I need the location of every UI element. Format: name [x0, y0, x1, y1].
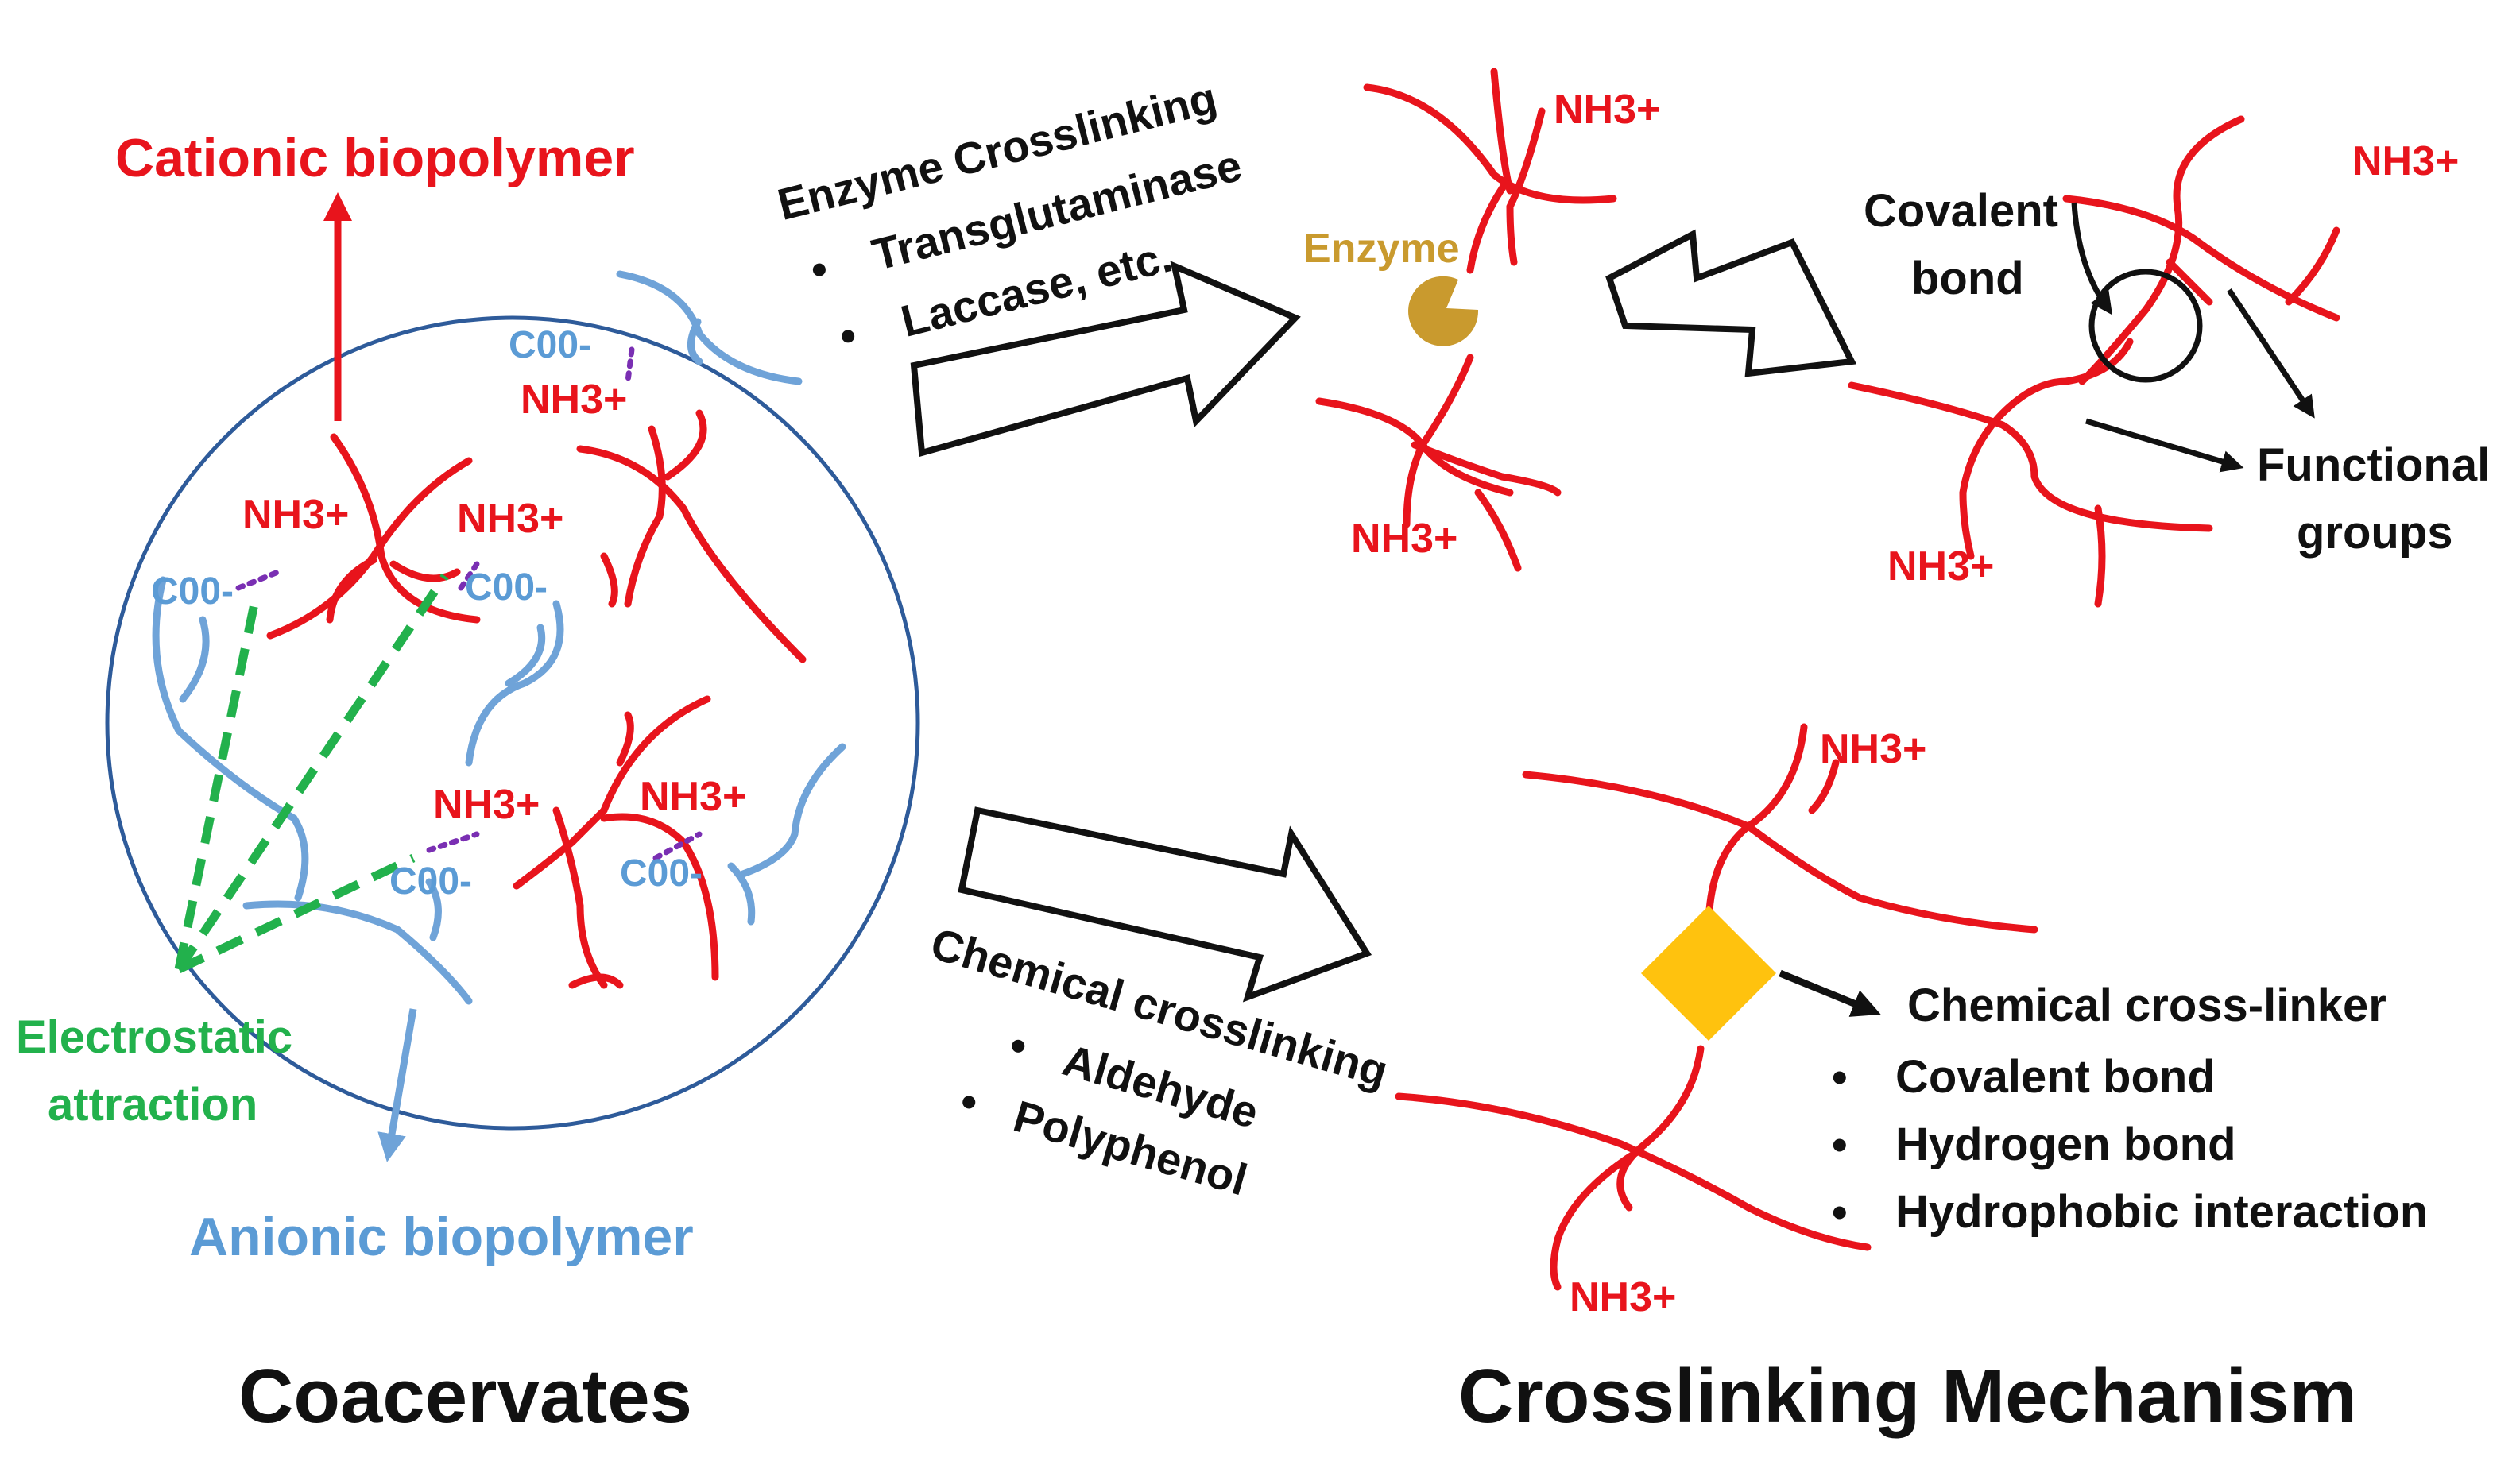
covalent-pointer-arrow	[2071, 202, 2113, 315]
enzyme-step-arrow	[1605, 229, 1857, 377]
cationic-chains	[266, 409, 807, 989]
coacervates-title: Coacervates	[238, 1354, 692, 1439]
coo-label: C00-	[509, 324, 591, 366]
anionic-chains	[152, 270, 846, 1005]
enzyme-icon	[1408, 276, 1479, 346]
coo-label: C00-	[151, 570, 234, 613]
nh3-label: NH3+	[521, 377, 627, 423]
enzyme-route: Enzyme Crosslinking • Transglutaminase •…	[772, 68, 2490, 608]
bullet-dot: •	[1832, 1187, 1848, 1237]
covalent-label-line1: Covalent	[1864, 185, 2058, 237]
bullet-dot: •	[1832, 1052, 1848, 1102]
coo-label: C00-	[389, 860, 472, 903]
electrostatic-label-line2: attraction	[48, 1079, 257, 1131]
nh3-label: NH3+	[1351, 516, 1457, 562]
ionic-interactions	[235, 346, 703, 861]
bullet-dot: •	[1004, 1019, 1032, 1072]
enzyme-substrate-lower	[1315, 354, 1562, 572]
nh3-label: NH3+	[2352, 138, 2459, 184]
enzyme-route-arrow	[910, 261, 1301, 458]
nh3-label: NH3+	[1554, 87, 1660, 133]
bullet-dot: •	[1832, 1119, 1848, 1169]
anionic-pointer-arrow	[377, 1008, 417, 1162]
bullet-dot: •	[806, 243, 833, 296]
nh3-label: NH3+	[1570, 1274, 1676, 1320]
coo-label: C00-	[620, 852, 703, 895]
cationic-biopolymer-label: Cationic biopolymer	[115, 128, 635, 188]
electrostatic-label-line1: Electrostatic	[16, 1011, 292, 1063]
chemical-route-arrow	[958, 806, 1372, 1003]
nh3-label: NH3+	[457, 496, 563, 542]
enzyme-crosslinked-network	[1848, 115, 2340, 608]
crosslinker-label: Chemical cross-linker	[1907, 980, 2386, 1031]
functional-label-line2: groups	[2297, 507, 2453, 559]
enzyme-label: Enzyme	[1303, 226, 1460, 272]
functional-pointer-arrow	[2227, 288, 2315, 419]
functional-pointer-arrow	[2085, 418, 2244, 473]
chemical-route: Chemical crosslinking • Aldehyde • Polyp…	[926, 723, 2428, 1320]
covalent-bond-marker	[2088, 269, 2203, 383]
chemical-result-bullet-1: Covalent bond	[1895, 1051, 2216, 1103]
nh3-label: NH3+	[433, 782, 540, 828]
coacervate-droplet	[105, 315, 920, 1131]
crosslinker-pointer-arrow	[1779, 969, 1881, 1017]
chemical-result-bullet-3: Hydrophobic interaction	[1895, 1186, 2428, 1238]
nh3-label: NH3+	[242, 492, 349, 538]
coo-label: C00-	[465, 566, 548, 609]
nh3-label: NH3+	[1887, 543, 1994, 589]
coacervate-panel: Cationic biopolymer Anionic biopolymer	[16, 128, 920, 1439]
electrostatic-lines	[174, 573, 449, 973]
bullet-dot: •	[834, 309, 861, 361]
functional-label-line1: Functional	[2257, 439, 2490, 491]
bullet-dot: •	[955, 1075, 984, 1127]
enzyme-substrate-upper	[1363, 68, 1617, 274]
chemical-network	[1395, 723, 2038, 1291]
anionic-biopolymer-label: Anionic biopolymer	[189, 1207, 694, 1267]
covalent-label-line2: bond	[1911, 253, 2024, 304]
nh3-label: NH3+	[1820, 726, 1926, 772]
crosslinking-mechanism-title: Crosslinking Mechanism	[1458, 1354, 2357, 1439]
chemical-result-bullet-2: Hydrogen bond	[1895, 1119, 2236, 1170]
nh3-label: NH3+	[640, 774, 746, 820]
crosslinker-icon	[1641, 906, 1776, 1041]
